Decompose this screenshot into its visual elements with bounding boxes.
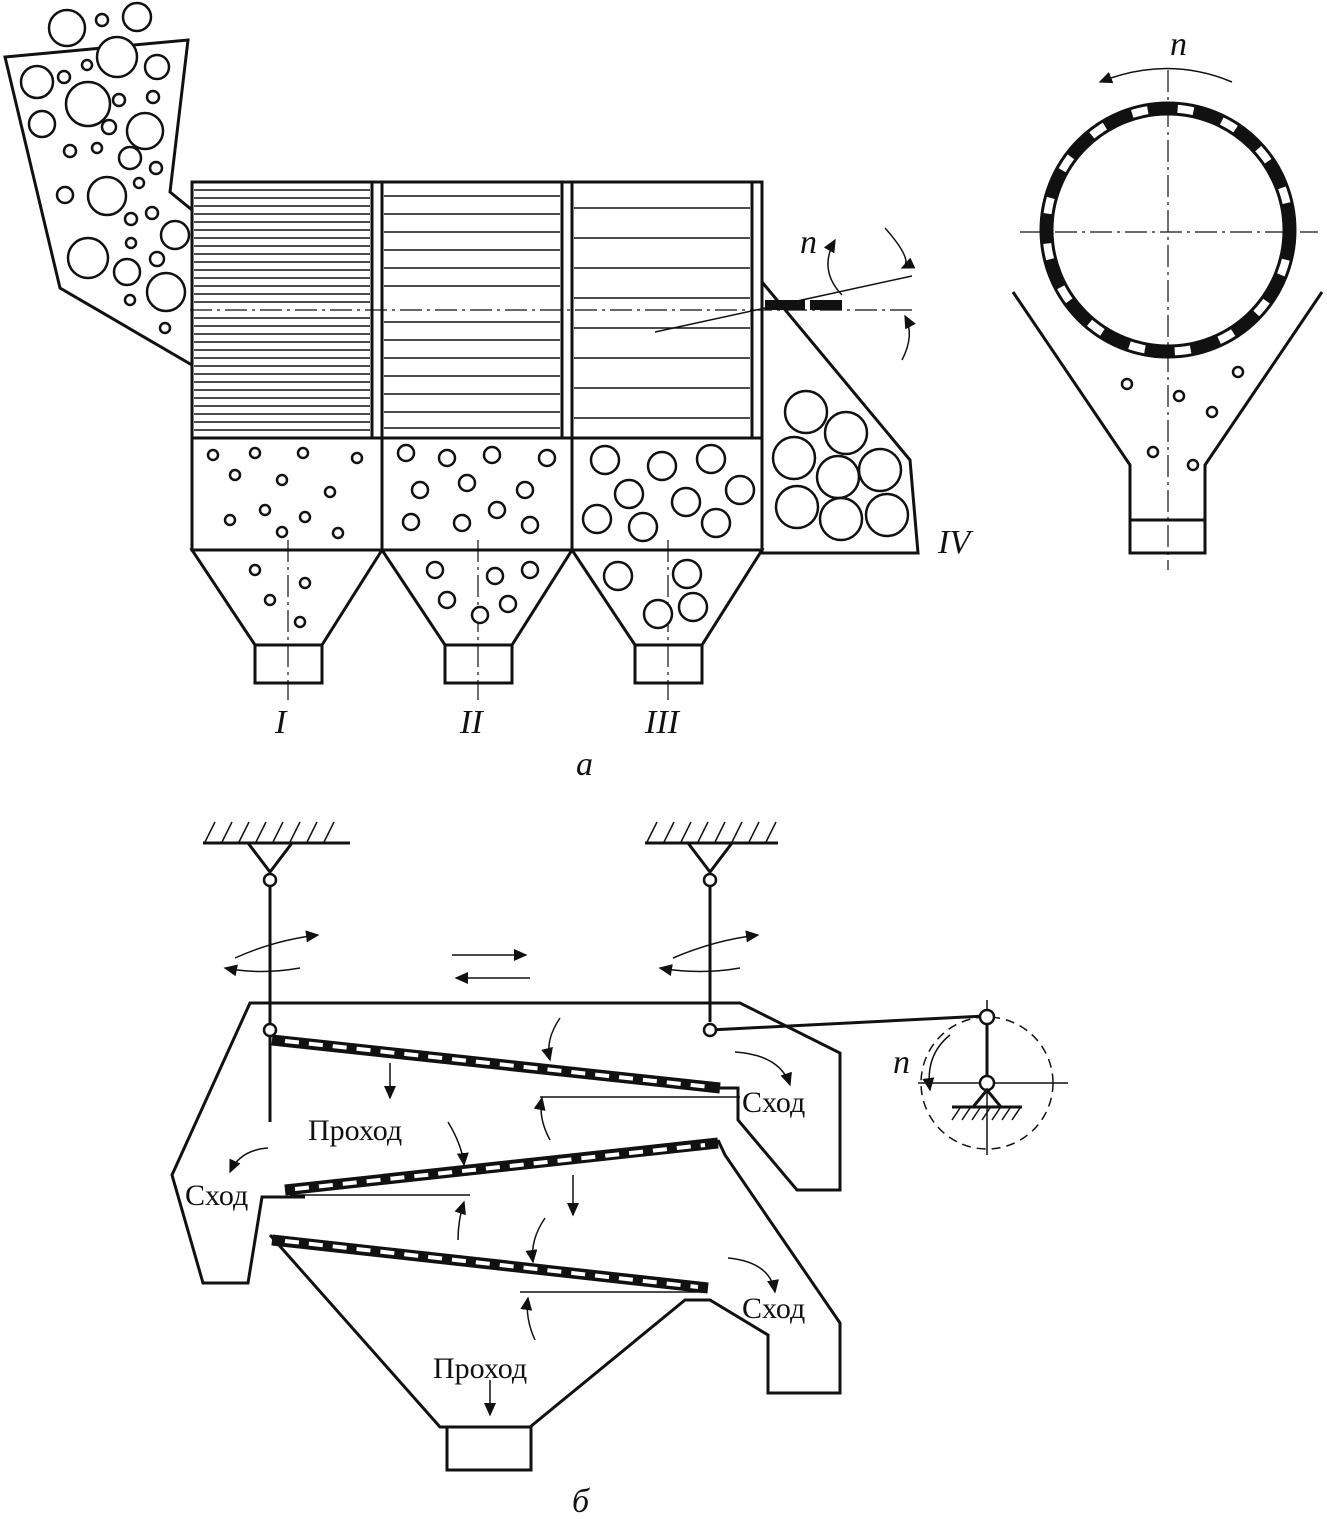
fraction-label-3: III <box>644 704 681 741</box>
overflow-label-left: Сход <box>185 1179 248 1212</box>
left-hanger <box>244 841 296 875</box>
fraction-label-1: I <box>274 704 288 741</box>
drum-shaft <box>765 300 805 310</box>
crank-rotation-arrow <box>922 1034 951 1092</box>
fraction-label-2: II <box>459 704 484 741</box>
rotation-label: n <box>800 224 817 261</box>
screen-deck-1 <box>271 1034 740 1098</box>
screen-housing <box>170 1001 842 1285</box>
swinging-screen: n Проход Проход Сход Сход Сход <box>170 821 1068 1472</box>
part-b-label: б <box>572 1483 591 1519</box>
overflow-label-lower-right: Сход <box>742 1292 805 1325</box>
part-a-label: а <box>576 746 593 783</box>
funnel-1 <box>189 548 385 647</box>
pass-outlet <box>445 1425 533 1472</box>
rotation-arrow <box>823 238 843 296</box>
feed-material <box>19 1 191 335</box>
oversize-material <box>771 389 910 542</box>
funnel-3 <box>569 548 765 647</box>
screen-deck-3 <box>271 1234 709 1294</box>
fraction-label-4: IV <box>937 524 974 561</box>
drum-screen-side-view: n <box>3 1 974 741</box>
cross-hopper <box>1011 291 1324 555</box>
screen-deck-2 <box>284 1137 719 1196</box>
fraction-1-material <box>206 446 364 629</box>
fraction-3-material <box>581 443 756 630</box>
pass-label-lower: Проход <box>433 1352 527 1385</box>
overflow-label-upper-right: Сход <box>742 1086 805 1119</box>
right-hanger <box>684 841 736 875</box>
drum-cross-section: n <box>1011 26 1324 570</box>
pass-label-upper: Проход <box>308 1114 402 1147</box>
cross-rotation-label: n <box>1170 26 1187 63</box>
cross-rotation-arrow <box>1098 67 1233 84</box>
funnel-2 <box>379 548 575 647</box>
fraction-2-material <box>396 443 557 625</box>
crank-rotation-label: n <box>893 1044 910 1081</box>
